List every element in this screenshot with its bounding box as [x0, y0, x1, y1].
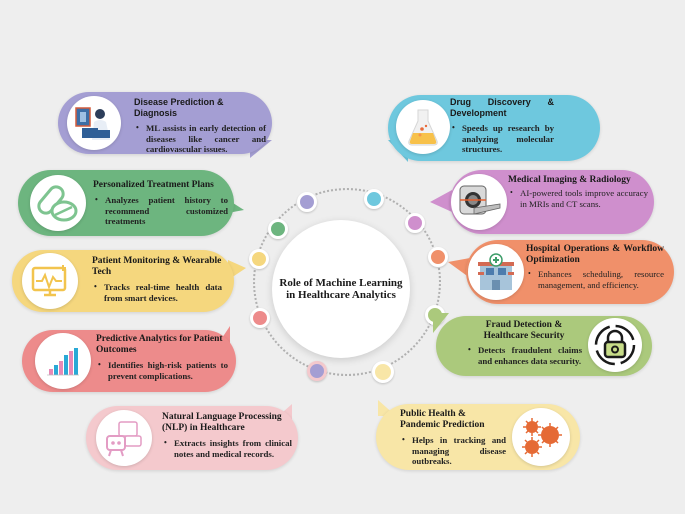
bubble-tail [448, 258, 470, 278]
card-title: Hospital Operations & Workflow Optimizat… [526, 244, 664, 265]
card-title: Drug Discovery & Development [450, 97, 554, 118]
pills-icon [30, 175, 86, 231]
ring-dot-imaging [405, 213, 425, 233]
card-title: Patient Monitoring & Wearable Tech [92, 256, 222, 277]
padlock-icon [588, 318, 642, 372]
hospital-icon [468, 244, 524, 300]
center-title-line2: in Healthcare Analytics [286, 289, 396, 301]
ring-dot-nlp [307, 361, 327, 381]
ring-dot-disease [297, 192, 317, 212]
mri-scanner-icon [451, 174, 507, 230]
card-title: Medical Imaging & Radiology [508, 175, 631, 185]
card-bullet: Helps in tracking and managing disease o… [400, 435, 506, 467]
bubble-tail [430, 190, 452, 212]
heart-monitor-icon [22, 253, 78, 309]
card-bullet: Detects fraudulent claims and enhances d… [466, 345, 582, 366]
virus-icon [512, 408, 570, 466]
card-title: Natural Language Processing (NLP) in Hea… [162, 412, 282, 433]
card-title: Personalized Treatment Plans [93, 180, 214, 190]
card-bullet: ML assists in early detection of disease… [134, 123, 266, 155]
ring-dot-monitoring [249, 249, 269, 269]
bar-chart-icon [35, 333, 91, 389]
card-bullet: Extracts insights from clinical notes an… [162, 438, 292, 459]
flask-icon [396, 100, 450, 154]
card-bullet: Identifies high-risk patients to prevent… [96, 360, 228, 381]
dotted-ring [253, 188, 441, 376]
card-bullet: Speeds up research by analyzing molecula… [450, 123, 554, 155]
card-bullet: AI-powered tools improve accuracy in MRI… [508, 188, 648, 209]
card-title: Disease Prediction & Diagnosis [134, 97, 224, 118]
chat-robot-icon [96, 410, 152, 466]
ring-dot-personalized [268, 219, 288, 239]
card-bullet: Analyzes patient history to recommend cu… [93, 195, 228, 227]
ring-dot-public-health [372, 361, 394, 383]
card-bullet: Enhances scheduling, resource management… [526, 269, 664, 290]
ring-dot-drug [364, 189, 384, 209]
card-title: Fraud Detection & Healthcare Security [483, 320, 565, 341]
card-bullet: Tracks real-time health data from smart … [92, 282, 222, 303]
center-title-line1: Role of Machine Learning [279, 277, 403, 289]
ring-dot-hospital [428, 247, 448, 267]
card-title: Public Health & Pandemic Prediction [400, 409, 485, 430]
ring-dot-predictive [250, 308, 270, 328]
doctor-screen-icon [67, 96, 121, 150]
card-title: Predictive Analytics for Patient Outcome… [96, 334, 223, 355]
center-title-circle: Role of Machine Learning in Healthcare A… [272, 220, 410, 358]
